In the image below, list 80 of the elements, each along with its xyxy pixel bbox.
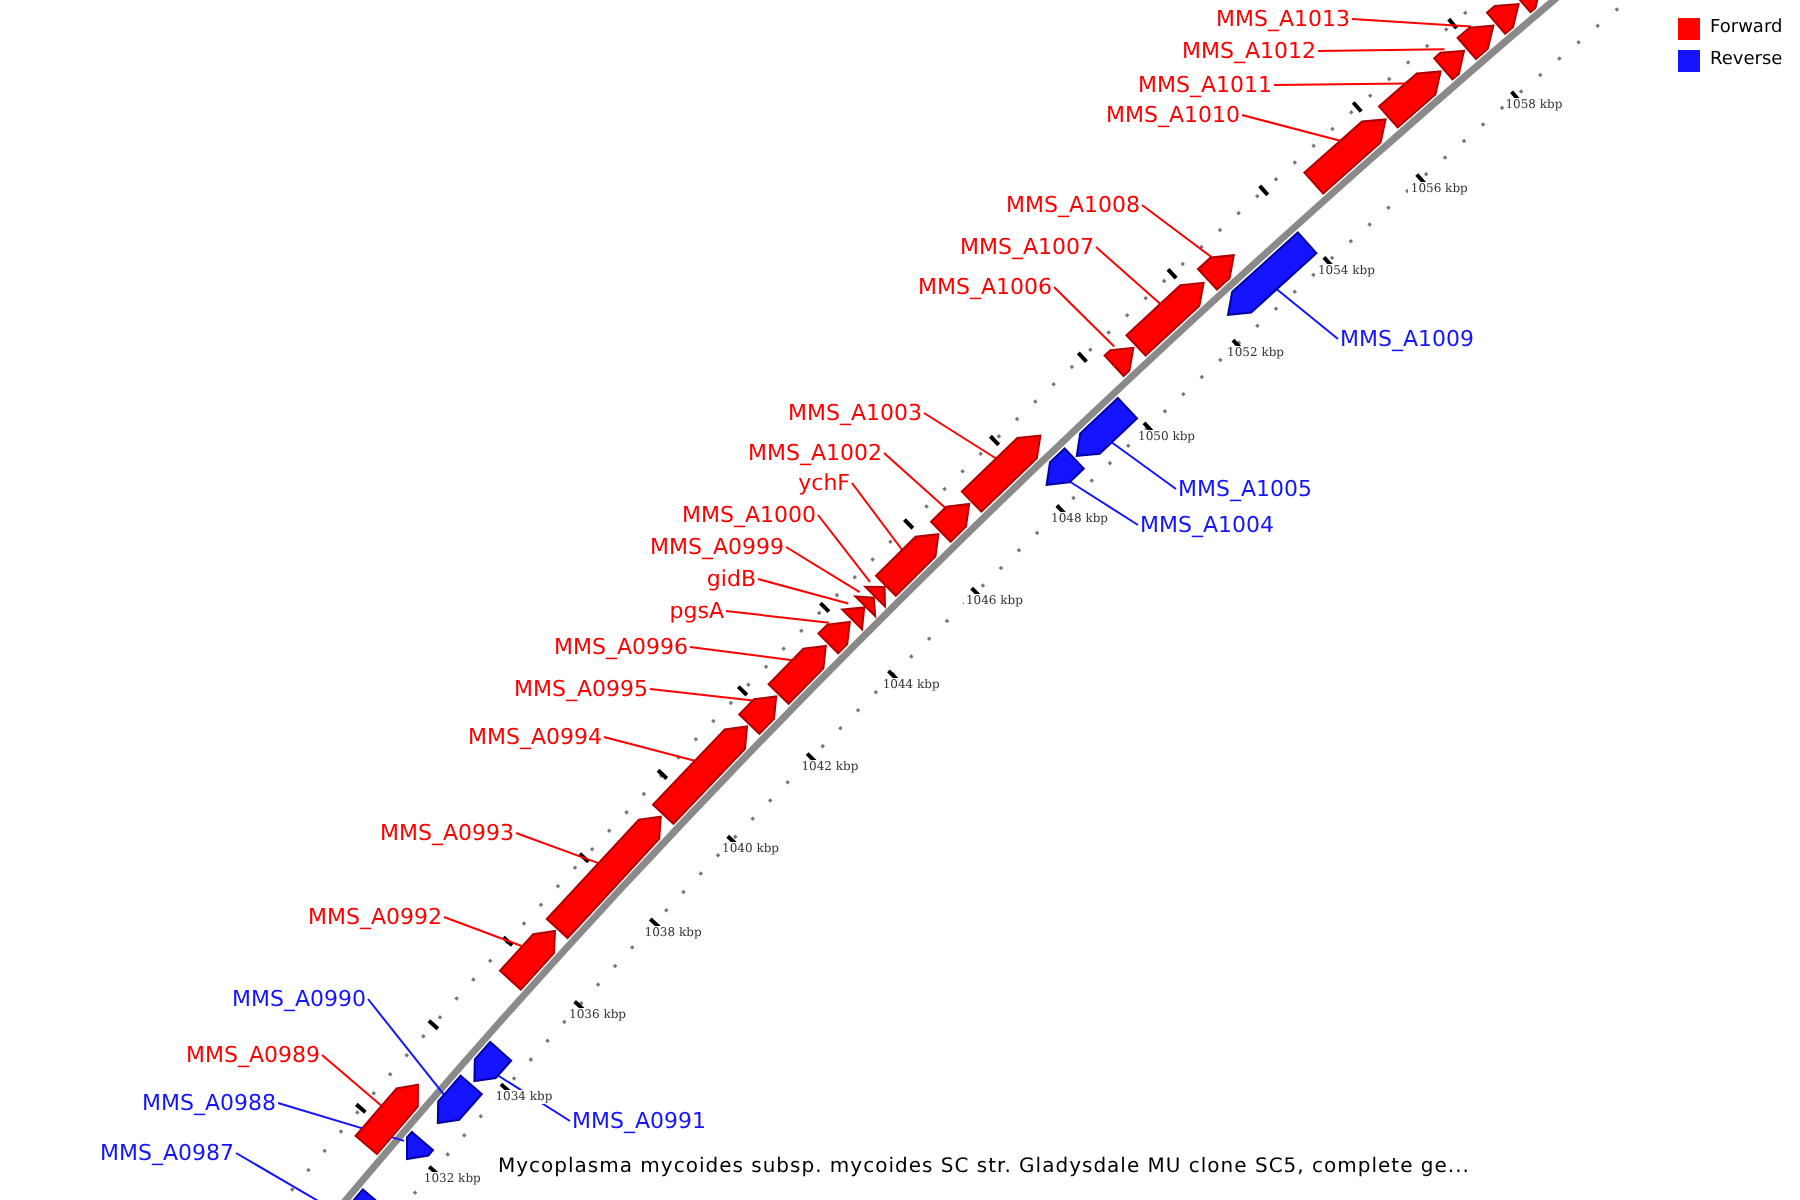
leader-line — [883, 452, 947, 509]
gene-block — [1377, 70, 1442, 129]
leader-line — [515, 832, 600, 865]
gene-block — [1125, 281, 1205, 357]
gene-block — [960, 434, 1042, 513]
leader-line — [1095, 246, 1162, 305]
gene-label: MMS_A1007 — [960, 234, 1094, 260]
gene-label: MMS_A1011 — [1138, 72, 1272, 98]
leader-line — [689, 646, 794, 662]
gene-block — [354, 1083, 419, 1156]
leader-line — [1273, 82, 1407, 86]
gene-block — [436, 1074, 484, 1125]
gene-label: MMS_A0990 — [232, 986, 366, 1012]
gene-label: gidB — [706, 566, 756, 592]
gene-block — [406, 1130, 435, 1161]
leader-line — [649, 688, 754, 702]
gene-label: MMS_A1005 — [1178, 476, 1312, 502]
gene-label: MMS_A0999 — [650, 534, 784, 560]
legend-label: Reverse — [1710, 50, 1783, 70]
gene-label: MMS_A1009 — [1340, 326, 1474, 352]
gene-label: MMS_A0995 — [514, 676, 648, 702]
gene-label: MMS_A1002 — [748, 440, 882, 466]
gene-block — [817, 620, 851, 655]
gene-label: MMS_A1012 — [1182, 38, 1316, 64]
gene-label: MMS_A1008 — [1006, 192, 1140, 218]
gene-label: MMS_A0994 — [468, 724, 602, 750]
leader-line — [1141, 204, 1213, 258]
gene-block — [864, 585, 886, 608]
gene-block — [737, 695, 778, 736]
gene-block — [1045, 447, 1086, 486]
gene-block — [929, 502, 971, 544]
leader-line — [367, 998, 445, 1096]
gene-label: MMS_A1004 — [1140, 512, 1274, 538]
gene-label: MMS_A0992 — [308, 904, 442, 930]
gene-block — [498, 929, 557, 991]
gene-label: MMS_A0993 — [380, 820, 514, 846]
gene-block — [1456, 24, 1495, 61]
gene-label: MMS_A1006 — [918, 274, 1052, 300]
gene-block — [841, 606, 866, 631]
leader-line — [1275, 288, 1339, 340]
gene-block — [1103, 346, 1135, 378]
leader-line — [443, 916, 524, 948]
leader-line — [603, 736, 696, 762]
leader-line — [1351, 18, 1472, 28]
caption: Mycoplasma mycoides subsp. mycoides SC str. Gladysdale MU clone SC5, complete ge... — [498, 1156, 1470, 1178]
gene-label: pgsA — [669, 598, 724, 624]
gene-label: MMS_A0988 — [142, 1090, 276, 1116]
gene-block — [767, 644, 827, 706]
leader-line — [1110, 441, 1177, 490]
gene-block — [854, 595, 877, 618]
gene-block — [1303, 118, 1387, 195]
gene-label: MMS_A1013 — [1216, 6, 1350, 32]
leader-line — [757, 578, 850, 605]
leader-line — [725, 610, 831, 624]
gene-label: MMS_A0987 — [100, 1140, 234, 1166]
gene-block — [1196, 254, 1236, 291]
leader-line — [923, 412, 998, 460]
gene-block — [1485, 2, 1520, 36]
gene-label: MMS_A0989 — [186, 1042, 320, 1068]
gene-label: MMS_A1000 — [682, 502, 816, 528]
leader-line — [1241, 114, 1342, 142]
gene-label: MMS_A0991 — [572, 1108, 706, 1134]
leader-line — [321, 1054, 383, 1107]
gene-label: ychF — [798, 470, 850, 496]
legend-label: Forward — [1710, 18, 1783, 38]
leader-line — [1317, 48, 1446, 52]
leader-line — [785, 546, 861, 594]
gene-block — [1432, 49, 1466, 81]
gene-label: MMS_A1003 — [788, 400, 922, 426]
gene-block — [1075, 396, 1139, 458]
leader-line — [1053, 286, 1116, 348]
gene-block — [874, 533, 940, 598]
leader-line — [851, 482, 904, 551]
gene-label: MMS_A1010 — [1106, 102, 1240, 128]
leader-line — [1069, 480, 1139, 526]
gene-block — [651, 725, 749, 826]
leader-line — [817, 514, 871, 583]
gene-block — [1226, 231, 1318, 316]
gene-block — [473, 1040, 513, 1083]
gene-label: MMS_A0996 — [554, 634, 688, 660]
